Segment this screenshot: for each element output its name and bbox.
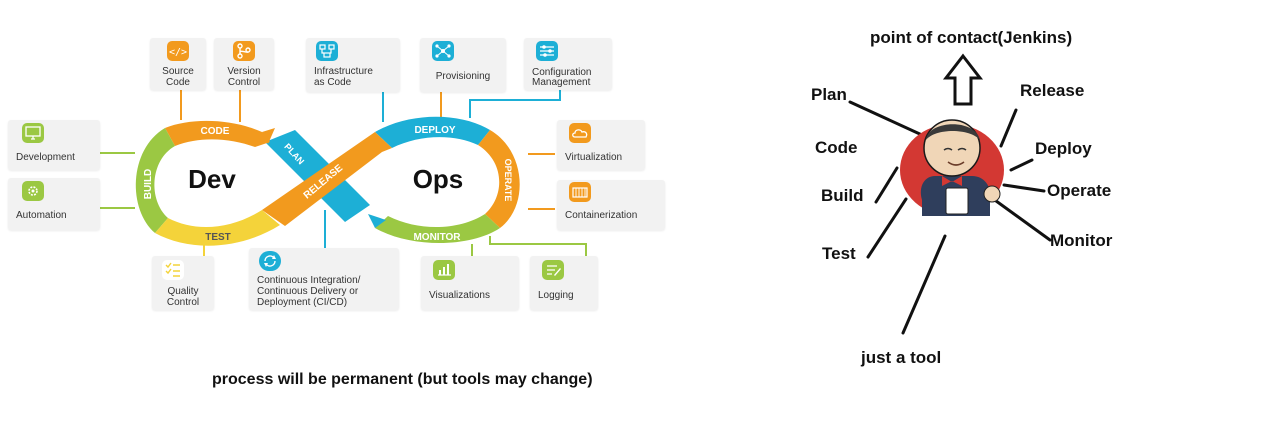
logging-card: Logging xyxy=(530,256,598,310)
loop-label-test: TEST xyxy=(205,232,231,243)
share-icon xyxy=(432,41,454,61)
configuration-line1: Configuration xyxy=(532,67,592,78)
loop-label-deploy: DEPLOY xyxy=(414,125,455,136)
sliders-icon xyxy=(536,41,558,61)
checklist-icon xyxy=(162,260,184,280)
quality-control-line2: Control xyxy=(166,297,200,308)
jenkins-logo xyxy=(900,119,1004,216)
cloud-icon xyxy=(569,123,591,143)
containerization-label: Containerization xyxy=(565,210,638,221)
jenkins-title: point of contact(Jenkins) xyxy=(870,28,1073,47)
development-card: Development xyxy=(8,120,100,170)
containerization-card: Containerization xyxy=(557,180,665,230)
source-code-line2: Code xyxy=(166,77,190,88)
configuration-line2: Management xyxy=(532,77,591,88)
loop-label-monitor: MONITOR xyxy=(413,232,461,243)
monitor-icon xyxy=(22,123,44,143)
provisioning-card: Provisioning xyxy=(420,38,506,92)
process-caption: process will be permanent (but tools may… xyxy=(212,371,593,388)
dev-word: Dev xyxy=(188,164,236,194)
code-icon: </> xyxy=(167,41,189,61)
svg-text:</>: </> xyxy=(169,47,187,58)
visualizations-card: Visualizations xyxy=(421,256,519,310)
provisioning-label: Provisioning xyxy=(435,71,491,82)
cicd-line3: Deployment (CI/CD) xyxy=(257,297,348,308)
connector-lines xyxy=(180,90,555,210)
refresh-icon xyxy=(259,251,281,271)
label-monitor: Monitor xyxy=(1050,231,1113,250)
virtualization-label: Virtualization xyxy=(565,152,623,163)
visualizations-label: Visualizations xyxy=(429,290,490,301)
source-code-line1: Source xyxy=(162,66,194,77)
quality-control-line1: Quality xyxy=(167,286,199,297)
loop-label-operate: OPERATE xyxy=(503,159,513,202)
ops-word: Ops xyxy=(413,164,464,194)
label-plan: Plan xyxy=(811,85,847,104)
virtualization-card: Virtualization xyxy=(557,120,645,170)
log-icon xyxy=(542,260,564,280)
label-operate: Operate xyxy=(1047,181,1112,200)
label-deploy: Deploy xyxy=(1035,139,1092,158)
test-band xyxy=(155,210,280,246)
gear-icon xyxy=(22,181,44,201)
label-just-a-tool: just a tool xyxy=(861,348,942,367)
loop-label-build: BUILD xyxy=(143,169,154,200)
logging-label: Logging xyxy=(538,290,574,301)
cicd-line2: Continuous Delivery or xyxy=(257,286,359,297)
quality-control-card: Quality Control xyxy=(152,256,214,310)
devops-diagram: CODE BUILD TEST PLAN RELEASE DEPLOY OPER… xyxy=(100,90,587,272)
pointer-lines xyxy=(848,100,1052,335)
cicd-line1: Continuous Integration/ xyxy=(257,275,361,286)
version-control-line1: Version xyxy=(227,66,261,77)
branch-icon xyxy=(233,41,255,61)
development-label: Development xyxy=(16,152,75,163)
code-band xyxy=(165,120,270,147)
container-icon xyxy=(569,182,591,202)
automation-card: Automation xyxy=(8,178,100,230)
bar-chart-icon xyxy=(433,260,455,280)
version-control-line2: Control xyxy=(227,77,261,88)
label-test: Test xyxy=(822,244,856,263)
build-band xyxy=(135,128,175,233)
configuration-card: Configuration Management xyxy=(524,38,612,90)
loop-label-code: CODE xyxy=(201,126,230,137)
release-band xyxy=(262,132,392,226)
infrastructure-line2: as Code xyxy=(314,77,352,88)
label-code: Code xyxy=(815,138,858,157)
up-arrow-icon xyxy=(942,53,984,106)
label-release: Release xyxy=(1020,81,1085,100)
cicd-card: Continuous Integration/ Continuous Deliv… xyxy=(249,248,399,310)
label-build: Build xyxy=(821,186,864,205)
version-control-card: Version Control xyxy=(214,38,274,90)
network-icon xyxy=(316,41,338,61)
monitor-band xyxy=(375,214,500,243)
infrastructure-card: Infrastructure as Code xyxy=(306,38,400,92)
infrastructure-line1: Infrastructure xyxy=(314,66,373,77)
deploy-band xyxy=(375,116,490,148)
automation-label: Automation xyxy=(16,210,67,221)
source-code-card: </> Source Code xyxy=(150,38,206,90)
operate-band xyxy=(478,130,520,228)
